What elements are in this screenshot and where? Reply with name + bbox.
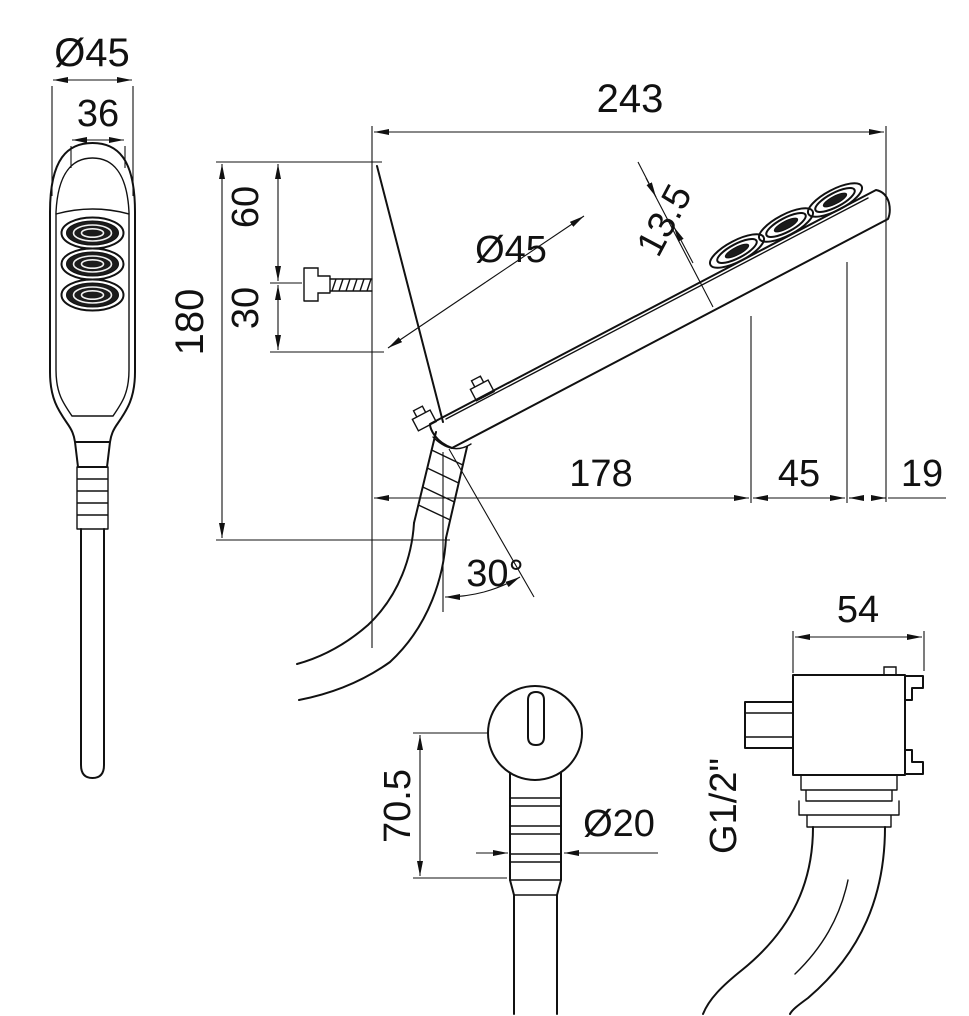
extension-lines — [413, 732, 507, 879]
thread-nipple — [744, 701, 794, 749]
angle-rays — [442, 448, 535, 612]
head-inner-contour — [55, 157, 130, 417]
mounting-hook — [411, 405, 438, 432]
head-dome-line — [55, 208, 130, 215]
wall-clip-bottom — [904, 749, 924, 775]
screw-thread — [329, 278, 373, 292]
offset-60-label: 60 — [225, 186, 267, 228]
grip-bands — [509, 797, 562, 881]
front-spray-nozzles — [60, 216, 125, 312]
side-handle — [413, 431, 468, 539]
front-view: Ø45 36 — [49, 31, 136, 779]
nozzle — [60, 278, 125, 312]
hose — [80, 528, 105, 779]
extension-lines — [270, 282, 384, 353]
height-label: 180 — [168, 289, 212, 356]
body-width-label: 54 — [837, 589, 879, 631]
front-face-width-label: 36 — [77, 93, 119, 135]
side-view: 243 180 60 30 Ø45 13.5 — [168, 77, 946, 701]
mount-slant-line — [376, 165, 444, 423]
head-thickness-label: 13.5 — [629, 178, 701, 263]
len-19-label: 19 — [901, 453, 943, 495]
coupling-rings — [798, 774, 900, 828]
handle-view: 70.5 Ø20 — [377, 685, 658, 1015]
head-outer-contour — [49, 142, 136, 443]
outlet-hose — [702, 826, 886, 1015]
outlet-body — [792, 674, 906, 776]
overall-length-label: 243 — [597, 77, 664, 121]
side-head-diameter-label: Ø45 — [475, 229, 547, 271]
dim-overall-length-243: 243 — [374, 77, 887, 502]
nozzle — [708, 233, 766, 269]
offset-30-label: 30 — [225, 287, 267, 329]
mounting-hook — [469, 375, 496, 402]
len-178-label: 178 — [569, 453, 632, 495]
hose-bend-line — [794, 879, 849, 975]
thread-size-label: G1/2" — [703, 758, 745, 854]
head-face-line — [445, 197, 869, 420]
handle-diameter-label: Ø20 — [583, 803, 655, 845]
dim-spray-angle-30: 30° — [442, 448, 535, 612]
nozzle — [60, 247, 125, 281]
extension-lines — [70, 146, 126, 168]
nozzle — [60, 216, 125, 250]
extension-lines — [216, 161, 450, 541]
front-head-diameter-label: Ø45 — [54, 31, 130, 75]
pivot-collar — [432, 436, 472, 450]
extension-lines — [750, 262, 946, 503]
dim-front-head-diameter: Ø45 — [51, 31, 134, 196]
front-head-outline — [49, 142, 136, 443]
wall-outlet-view: 54 G1/2" — [702, 589, 925, 1015]
mounting-screw — [303, 267, 373, 302]
extension-lines — [792, 631, 925, 673]
dim-handle-diameter-20: Ø20 — [476, 803, 658, 856]
dim-offset-30: 30 — [225, 282, 384, 353]
front-handle-and-hose — [74, 441, 111, 779]
dim-thread-size: G1/2" — [703, 758, 745, 854]
extension-lines — [51, 86, 134, 196]
nozzle — [757, 207, 815, 243]
dim-height-180: 180 — [168, 161, 450, 541]
spray-angle-label: 30° — [466, 553, 523, 595]
dim-body-width-54: 54 — [792, 589, 925, 673]
handle-rings — [76, 466, 109, 530]
wall-clip-top — [904, 675, 924, 701]
len-45-label: 45 — [778, 453, 820, 495]
side-hose — [296, 522, 447, 701]
dim-front-face-width: 36 — [70, 93, 126, 168]
nozzle — [806, 182, 864, 218]
handle-hose — [509, 879, 562, 1015]
nipple-facets — [744, 712, 794, 738]
dim-grip-length-70-5: 70.5 — [377, 732, 507, 879]
grip-length-label: 70.5 — [377, 769, 419, 843]
body-top-notch — [883, 666, 897, 676]
dim-head-diameter-45: Ø45 — [387, 215, 585, 349]
side-spray-nozzles — [708, 182, 864, 269]
handle-knob — [487, 685, 583, 781]
handle-neck — [74, 441, 111, 468]
dim-chain-178-45-19: 178 45 19 — [374, 262, 946, 503]
knob-slot — [527, 691, 545, 746]
dim-offset-60: 60 — [225, 164, 281, 281]
